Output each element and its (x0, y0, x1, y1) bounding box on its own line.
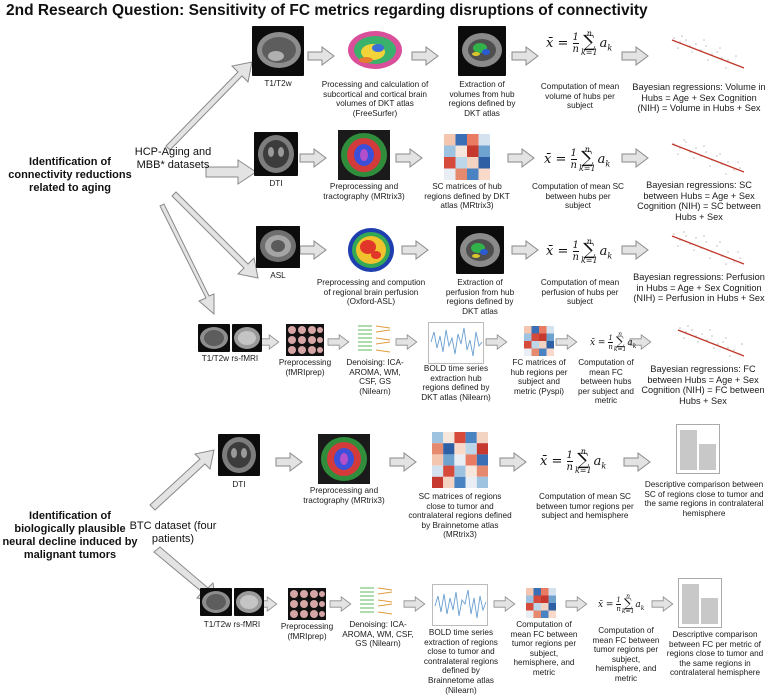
row4-step2: Denoising: ICA-AROMA, WM, CSF, GS (Nilea… (346, 358, 404, 396)
row4-t1-image (198, 324, 230, 352)
dti-axial-image (254, 132, 298, 176)
row4-step3: BOLD time series extraction hub regions … (421, 364, 491, 402)
row2-modality: DTI (269, 179, 283, 188)
row5-bar-chart (676, 424, 720, 474)
fan-arrow-up (165, 61, 253, 151)
row5-step1: Preprocessing and tractography (MRtrix3) (303, 486, 385, 505)
tumor-arrow-up (149, 449, 215, 511)
fan-arrow-down (171, 191, 259, 279)
row4-step1: Preprocessing (fMRIprep) (278, 358, 332, 377)
row5-modality: DTI (232, 480, 246, 489)
bar-close-to-tumor (680, 430, 697, 470)
row6-bold-timeseries (432, 584, 488, 626)
row2-step1: Preprocessing and tractography (MRtrix3) (323, 182, 405, 201)
figure-title: 2nd Research Question: Sensitivity of FC… (6, 2, 648, 19)
row4-fc-matrix (524, 326, 554, 356)
sc-matrix-image (444, 134, 490, 180)
row6-fc-matrix (526, 588, 556, 618)
label-aging: Identification of connectivity reduction… (8, 156, 132, 194)
perfusion-image (346, 226, 396, 274)
row6-step4: Computation of mean FC between tumor reg… (510, 620, 578, 677)
asl-image (256, 226, 300, 268)
fan-arrow-steep (159, 203, 215, 316)
dataset-aging: HCP-Aging and MBB* datasets (134, 146, 212, 171)
row3-step4: Bayesian regressions: Perfusion in Hubs … (633, 272, 765, 304)
perfusion-hub-image (456, 226, 504, 274)
row3-modality: ASL (270, 271, 286, 280)
row5-step2: SC matrices of regions close to tumor an… (408, 492, 512, 540)
row6-fmriprep-grid (288, 588, 326, 620)
row6-step3: BOLD time series extraction of regions c… (423, 628, 499, 695)
row5-step4: Descriptive comparison between SC of reg… (644, 480, 764, 518)
bar-close-to-tumor (682, 584, 699, 624)
row4-step4: FC matrices of hub regions per subject a… (510, 358, 568, 396)
row6-denoising-image (358, 584, 394, 618)
tractography-image (338, 130, 390, 180)
row4-bold-timeseries (428, 322, 484, 364)
row2-step3: Computation of mean SC between hubs per … (532, 182, 624, 211)
regression-scatter (671, 139, 745, 175)
row1-step1: Processing and calculation of subcortica… (321, 80, 429, 118)
tumor-tractography-image (318, 434, 370, 484)
denoising-image (356, 322, 392, 356)
fmriprep-grid-image (286, 324, 324, 356)
row5-step3: Computation of mean SC between tumor reg… (536, 492, 634, 521)
row6-step1: Preprocessing (fMRIprep) (280, 622, 334, 641)
row6-step6: Descriptive comparison between FC per me… (666, 630, 764, 678)
row2-step4: Bayesian regressions: SC between Hubs = … (637, 180, 761, 222)
row3-step2: Extraction of perfusion from hub regions… (445, 278, 515, 316)
row3-step1: Preprocessing and compution of regional … (316, 278, 426, 307)
tumor-sc-matrix (432, 432, 488, 488)
row6-step5: Computation of mean FC between tumor reg… (592, 626, 660, 683)
row6-bar-chart (678, 578, 722, 628)
row6-t1-image (200, 588, 232, 616)
fan-arrow-mid (205, 159, 257, 185)
row2-step2: SC matrices of hub regions defined by DK… (424, 182, 510, 211)
row4-modality: T1/T2w rs-fMRI (201, 354, 259, 363)
tumor-dti-image (218, 434, 260, 476)
row3-regression-plot (668, 228, 746, 272)
bar-contralateral (701, 598, 718, 624)
bar-contralateral (699, 444, 716, 470)
row4-regression-plot (674, 322, 746, 362)
row1-step2: Extraction of volumes from hub regions d… (448, 80, 516, 118)
regression-scatter (671, 35, 745, 69)
dataset-tumor: BTC dataset (four patients) (129, 520, 217, 545)
hub-extraction-image (458, 26, 506, 76)
row4-rsfmri-image (232, 324, 262, 352)
regression-scatter (671, 231, 745, 265)
row3-step3: Computation of mean perfusion of hubs pe… (540, 278, 620, 307)
row1-modality: T1/T2w (264, 79, 292, 88)
row1-step4: Bayesian regressions: Volume in Hubs = A… (632, 82, 766, 114)
regression-scatter (677, 325, 745, 357)
label-tumor: Identification of biologically plausible… (2, 510, 138, 561)
row6-step2: Denoising: ICA-AROMA, WM, CSF, GS (Nilea… (342, 620, 414, 649)
row6-rsfmri-image (234, 588, 264, 616)
row4-step6: Bayesian regressions: FC between Hubs = … (641, 364, 765, 406)
row1-regression-plot (668, 32, 746, 76)
row4-step5: Computation of mean FC between hubs per … (578, 358, 634, 406)
row1-step3: Computation of mean volume of hubs per s… (540, 82, 620, 111)
row2-regression-plot (668, 136, 746, 180)
row6-modality: T1/T2w rs-fMRI (203, 620, 261, 629)
t1-sagittal-image (252, 26, 304, 76)
freesurfer-image (344, 26, 406, 78)
